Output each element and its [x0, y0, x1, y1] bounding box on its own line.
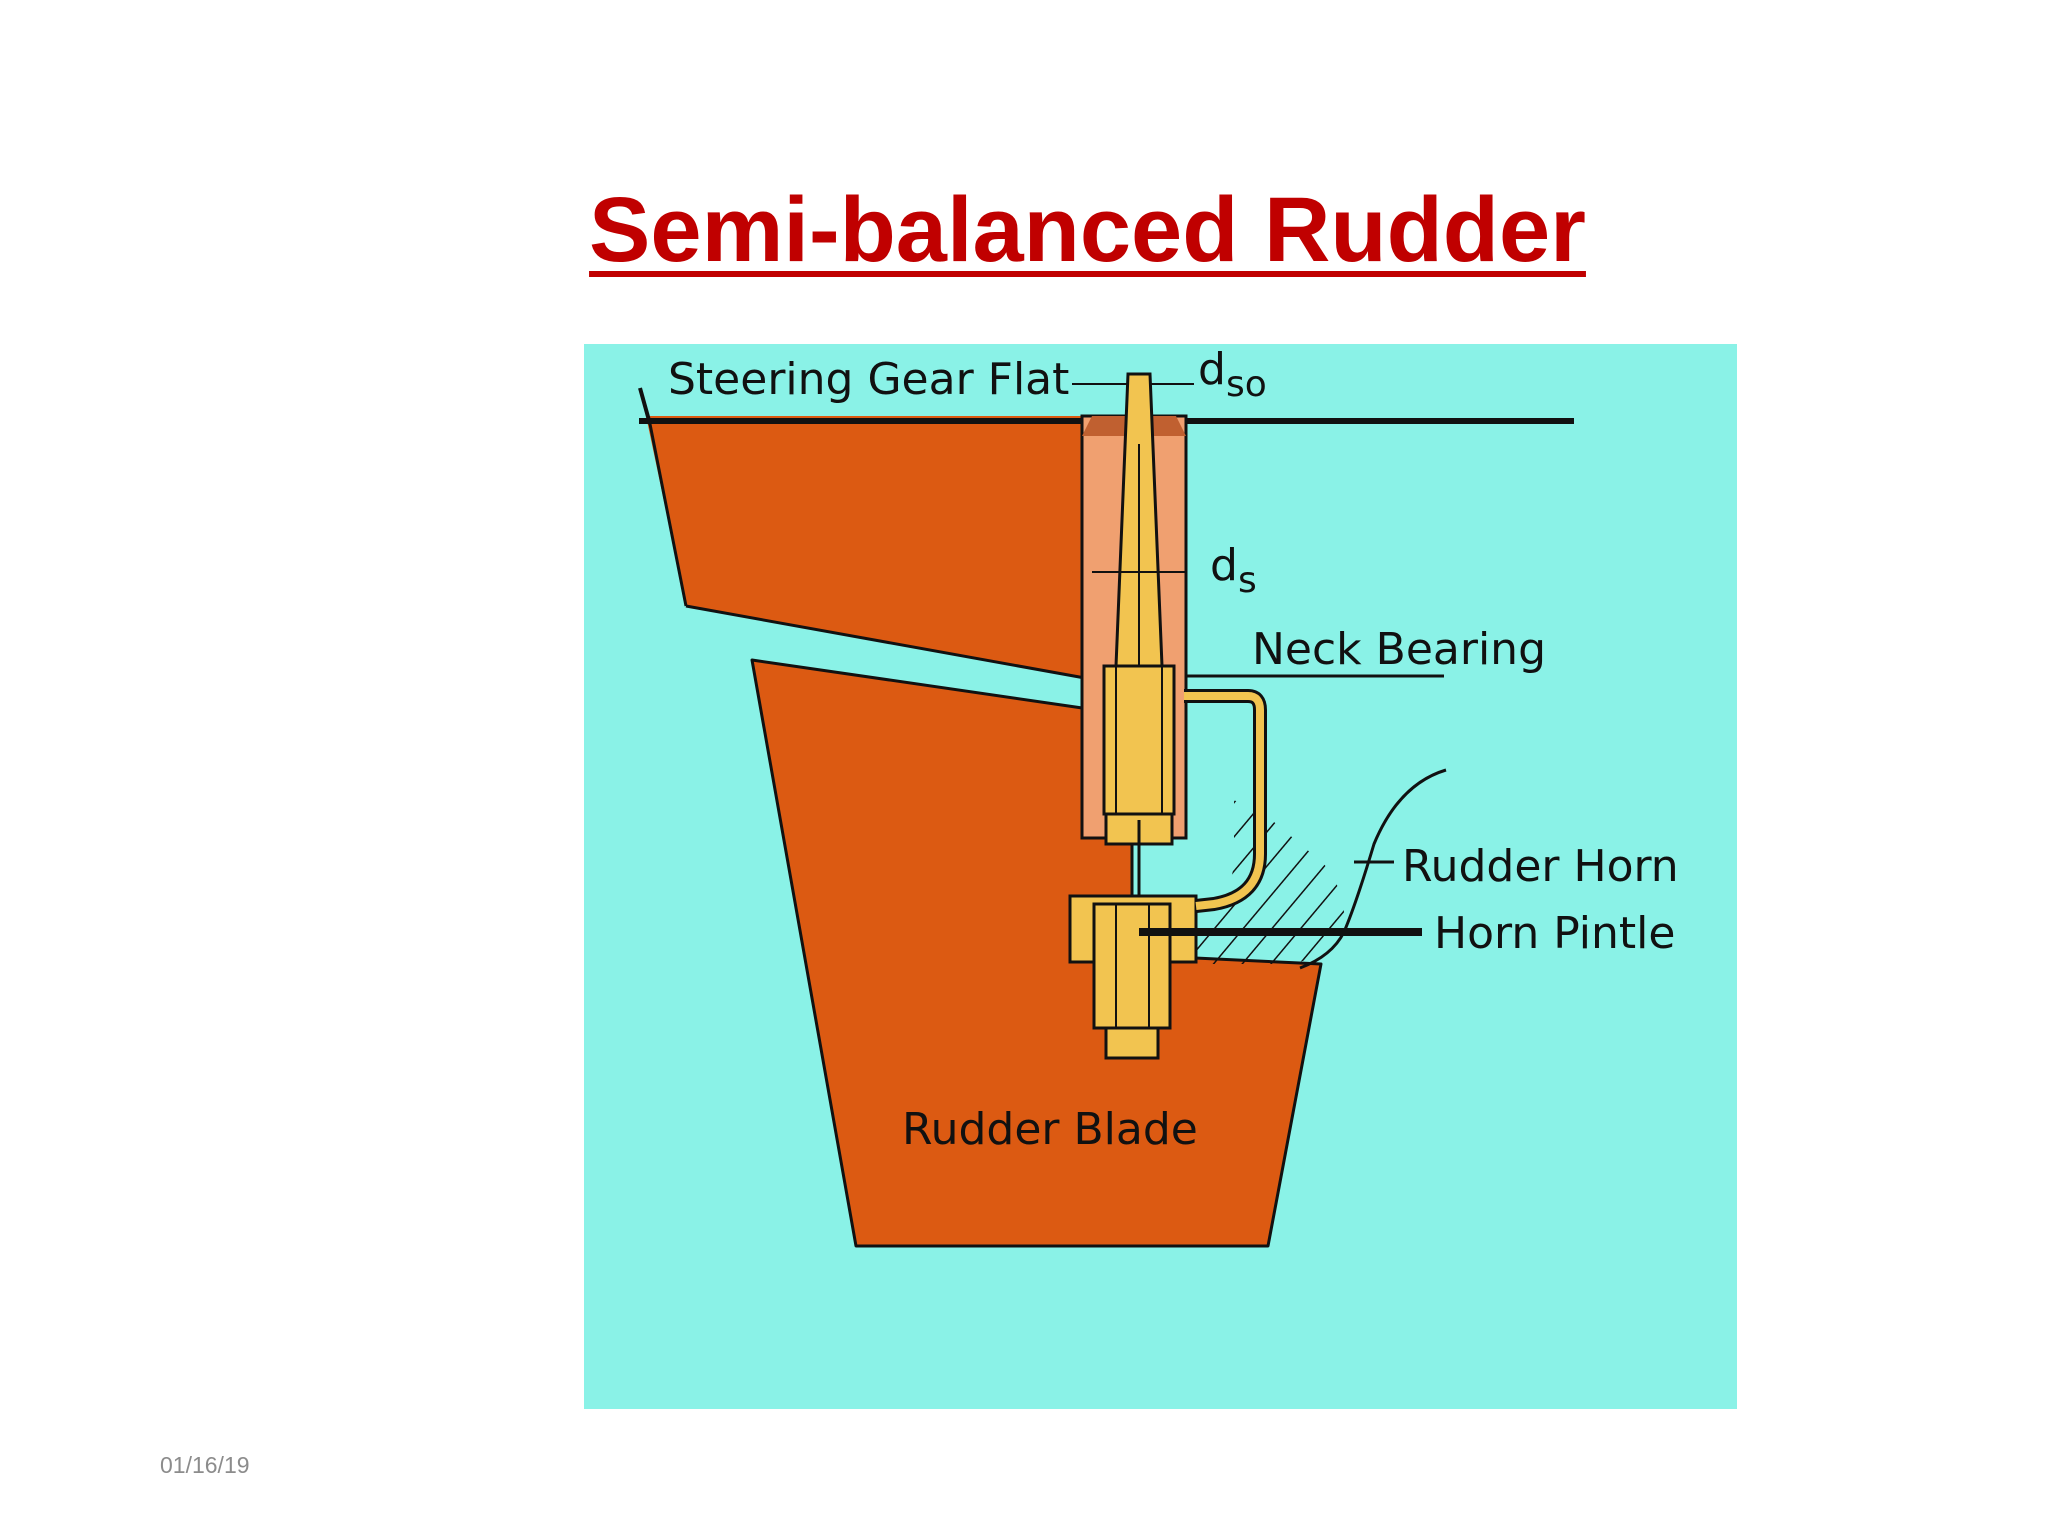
pintle-body: [1092, 902, 1172, 1030]
rudder-horn-outline: [1299, 768, 1447, 970]
slide-title: Semi-balanced Rudder: [589, 179, 1586, 281]
d-so-label: dso: [1198, 344, 1267, 405]
stock-coupling: [1102, 664, 1176, 816]
bearing-arm-fill: [1184, 692, 1264, 910]
rudder-diagram: Steering Gear Flat dso ds Neck Bearing R…: [584, 344, 1737, 1409]
rudder-horn-hatch: [1196, 800, 1344, 964]
neck-bearing-label: Neck Bearing: [1252, 624, 1546, 675]
pintle-nut: [1104, 1026, 1160, 1060]
hull-lower-edge: [685, 604, 1097, 682]
d-s-subscript: s: [1238, 560, 1257, 601]
slide-date: 01/16/19: [160, 1452, 250, 1478]
steering-gear-flat-label: Steering Gear Flat: [668, 354, 1069, 405]
rudder-horn-label: Rudder Horn: [1402, 841, 1679, 892]
d-s-label: ds: [1210, 540, 1257, 601]
horn-pintle-label: Horn Pintle: [1434, 908, 1675, 959]
hull-edge-tick: [638, 387, 652, 425]
d-so-base: d: [1198, 344, 1226, 395]
hull-upper-block: [646, 416, 1096, 680]
hull-upper-edge: [648, 423, 688, 607]
d-so-subscript: so: [1226, 364, 1267, 405]
rudder-blade-label: Rudder Blade: [902, 1104, 1198, 1155]
d-s-base: d: [1210, 540, 1238, 591]
